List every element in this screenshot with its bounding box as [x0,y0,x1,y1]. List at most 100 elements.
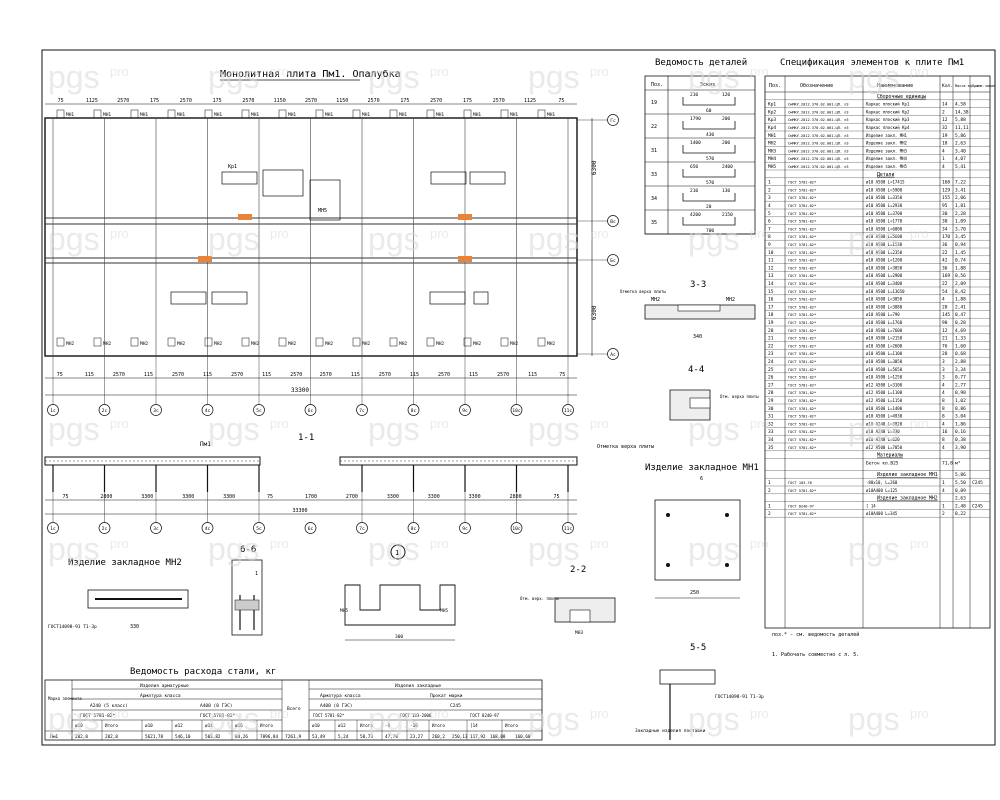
spec-name: ø12 А500 L=1100 [866,390,903,395]
spec-name: Каркас плоский Кр4 [866,125,910,130]
spec-name: ø10 А500 L=7600 [866,328,903,333]
plan-dim-top: 2570 [242,98,254,104]
spec-material-name: Бетон кл.В25 [866,460,899,466]
mn1-dim-width: 250 [690,590,699,596]
spec-code: ГОСТ 5781-82* [788,188,816,192]
spec-name: ø10А400 L=125 [866,488,898,493]
plan-mn-top-label: МН1 [177,112,185,118]
spec-code: СмМКУ.2012.370.02.001.ЦП. л3 [788,142,849,146]
steel-title: Ведомость расхода стали, кг [130,667,276,677]
spec-mass: 0,77 [955,375,966,381]
spec-name: ø10 А500 L=2350 [866,250,903,255]
spec-qty: 22 [942,281,948,287]
spec-pos: Кр1 [768,102,776,108]
watermark-brand: pgs [48,701,100,737]
mn2-gost: ГОСТ14098-91 Т1-Зр [48,624,97,630]
section-6-6: 6-6 1 [231,545,263,636]
spec-name: ø10 А500 L=3050 [866,297,903,302]
plan-mn-top-label: МН1 [399,112,407,118]
plan-mn-box [537,109,546,119]
spec-code: ГОСТ 5781-82* [788,376,816,380]
spec-code: ГОСТ 5781-82* [788,352,816,356]
spec-h-code: Обозначение [800,82,833,89]
plan-dim-bottom: 2570 [290,372,302,378]
details-col-pos: Поз. [651,82,663,88]
details-dim: 130 [722,188,730,194]
spec-qty: 8 [942,414,945,420]
s11-dim: 2800 [100,494,112,500]
spec-pos: МН2 [768,141,776,147]
steel-value-a: 202,0 [105,734,118,740]
spec-pos: 7 [768,226,771,232]
watermark-suffix: pro [590,226,609,241]
details-dim: 200 [722,116,730,122]
spec-qty: 18 [942,141,948,147]
plan-dim-bottom: 115 [144,372,153,378]
spec-section-title: Материалы [877,453,903,459]
plan-axis-marker [607,348,619,360]
spec-name: ø12 А500 L=3100 [866,382,903,387]
spec-code: ГОСТ 5781-82* [788,512,816,516]
spec-pos: 1 [768,480,771,486]
svg-text:4-4: 4-4 [688,365,704,375]
steel-value-b: 160,60 [515,734,531,740]
s11-axis-label: 4с [205,526,211,532]
spec-code: ГОСТ 5781-82* [788,446,816,450]
spec-name: ø10 А500 L=4930 [866,414,903,419]
s66-title: 6-6 [240,545,256,555]
spec-h-mass: Масса ед.,кг [955,84,980,88]
spec-pos: 9 [768,242,771,248]
spec-name: ø10 А500 L=1400 [866,406,903,411]
spec-name: Изделие закл. МН3 [866,148,908,153]
spec-note: 1. Рабочать совместно с л. 5. [772,651,859,658]
steel-col-mark: Марка элемента [48,696,82,701]
spec-mn2-total: 2,63 [955,496,966,502]
spec-qty: 4 [942,297,945,303]
spec-mass: 5,41 [955,164,966,170]
plan-mn-box [278,337,287,347]
spec-name: Изделие закл. МН2 [866,141,908,146]
steel-group-a-sub: Арматура класса [140,693,181,699]
plan-mn-box [130,337,139,347]
steel-cls1: А240 (5 класс) [90,703,128,709]
spec-pos: 12 [768,265,774,271]
plan-mn-top-label: МН1 [325,112,333,118]
spec-name: ø10 А500 L=1760 [866,320,903,325]
spec-name: ø10 А500 L=13650 [866,289,905,294]
mn1-dim-top: 6 [700,476,703,482]
spec-mass: 2,48 [955,503,966,509]
spec-code: ГОСТ 5781-82* [788,383,816,387]
details-dim: 570 [706,180,714,186]
spec-qty: 30 [942,211,948,217]
steel-subheader-a: ø10 [75,723,83,729]
plan-mn-box [167,337,176,347]
plan-axis-label: 8с [411,408,417,414]
spec-mass: 4,69 [955,328,966,334]
spec-name: ø10 А500 L=2150 [866,336,903,341]
spec-mass: 3,90 [955,445,966,451]
details-pos: 34 [651,196,657,202]
plan-dim-top: 75 [58,98,64,104]
steel-group-b-sub2: Прокат марки [430,693,463,699]
plan-mn-bottom-label: МН2 [251,341,259,347]
spec-pos: 34 [768,437,774,443]
plan-axis-label: Вс [610,219,616,225]
spec-mass: 3,34 [955,367,966,373]
spec-mass: 0,47 [955,312,966,318]
s33-mn-left: МН2 [651,297,660,303]
mn1-detail: Изделие закладное МН1 250 6 [645,463,759,599]
s11-axis-marker [98,522,111,534]
s11-note: Отметка верха плиты [597,444,654,450]
spec-mass: 5,86 [955,133,966,139]
spec-mass: 2,63 [955,141,966,147]
spec-qty: 4 [942,148,945,154]
plan-mn-box [204,109,213,119]
s11-axis-marker [407,522,420,534]
steel-value-b: 58,73 [360,734,373,740]
spec-mass: 0,94 [955,242,966,248]
spec-name: ø10 А500 L=2900 [866,273,903,278]
spec-mass: 1,86 [955,421,966,427]
spec-qty: 54 [942,289,948,295]
plan-axis-marker [304,404,317,416]
watermark-suffix: pro [270,536,289,551]
